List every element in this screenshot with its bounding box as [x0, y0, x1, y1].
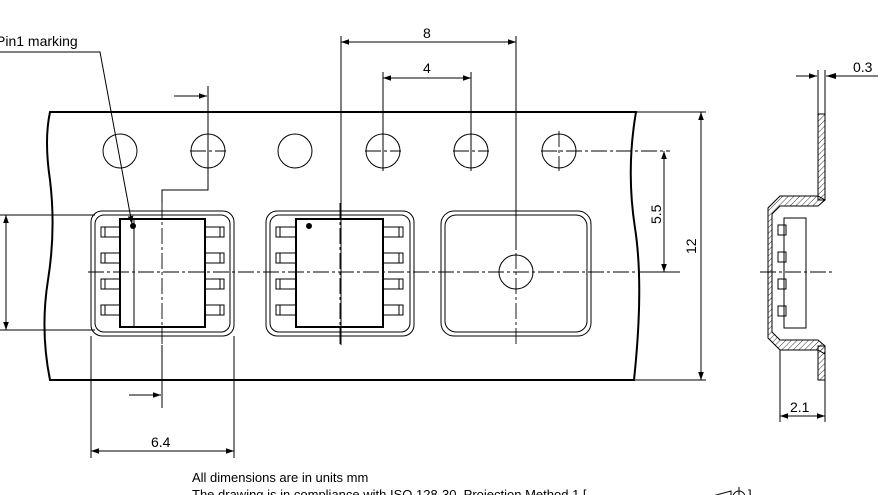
dimension-thickness-0-3: 0.3 — [796, 59, 878, 114]
component-body — [119, 218, 206, 328]
svg-text:2.1: 2.1 — [790, 399, 810, 415]
component-leads — [275, 226, 404, 316]
dimension-left-partial — [0, 214, 95, 331]
pocket-centerlines — [88, 203, 670, 345]
section-arrow-top — [161, 86, 209, 203]
svg-text:8: 8 — [423, 25, 431, 41]
svg-text:5.5: 5.5 — [648, 204, 664, 224]
dimension-hole-pitch-4: 4 — [382, 60, 472, 171]
sprocket-hole-centerlines — [190, 131, 670, 171]
note-units: All dimensions are in units mm — [192, 470, 368, 485]
carrier-tape — [43, 111, 641, 381]
side-section-view — [760, 113, 835, 381]
sprocket-hole — [277, 133, 313, 169]
svg-text:0.3: 0.3 — [853, 59, 873, 75]
component-body — [295, 218, 384, 328]
dimension-width-12: 12 — [634, 111, 706, 381]
note-iso-compliance: The drawing is in compliance with ISO 12… — [192, 487, 587, 495]
dimension-pocket-6-4: 6.4 — [90, 336, 235, 458]
dimension-pitch-8: 8 — [340, 25, 517, 345]
svg-text:12: 12 — [683, 238, 699, 254]
svg-text:6.4: 6.4 — [151, 434, 171, 450]
section-arrow-bottom — [129, 345, 163, 408]
component-leads — [100, 226, 225, 316]
pocket-1 — [90, 210, 235, 337]
pin1-dot — [130, 223, 136, 229]
svg-text:4: 4 — [423, 60, 431, 76]
pin1-dot — [306, 223, 312, 229]
dimension-depth-2-1: 2.1 — [779, 350, 826, 422]
sprocket-hole — [102, 133, 138, 169]
dimension-offset-5-5: 5.5 — [648, 151, 680, 273]
pin1-leader-line — [0, 51, 134, 225]
sprocket-holes — [102, 133, 577, 169]
projection-method-symbol — [714, 487, 746, 495]
pocket-2 — [265, 210, 415, 337]
note-iso-compliance-end: ] — [748, 487, 752, 495]
pin1-marking-label: Pin1 marking — [0, 33, 78, 49]
